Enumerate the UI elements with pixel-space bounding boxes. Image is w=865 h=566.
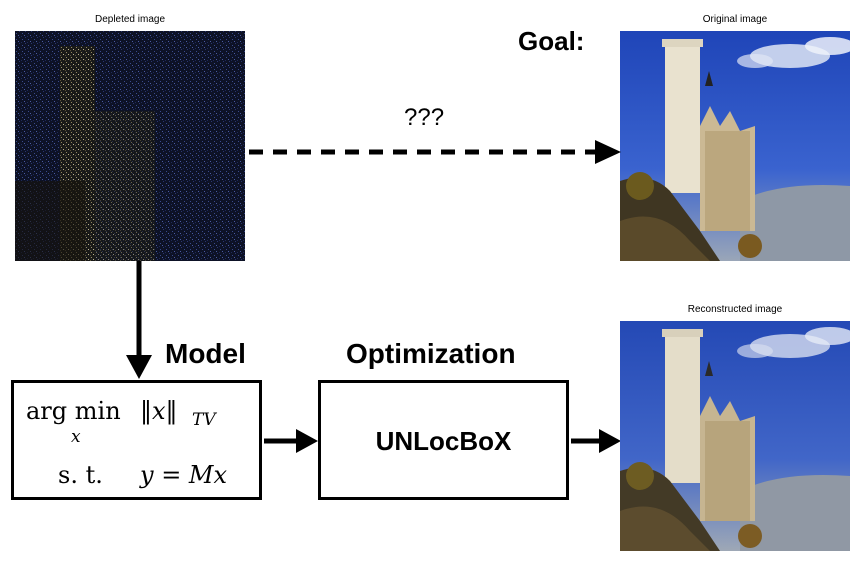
model-to-optimizer-arrow bbox=[264, 429, 318, 453]
model-box: arg min x ‖x‖ TV s. t. y = Mx bbox=[11, 380, 262, 500]
subject-to-text: s. t. bbox=[58, 461, 103, 489]
constraint-text: y = Mx bbox=[140, 461, 228, 489]
down-arrow bbox=[126, 261, 152, 379]
depleted-image-caption: Depleted image bbox=[94, 14, 166, 25]
goal-label: Goal: bbox=[518, 26, 585, 56]
depleted-image bbox=[15, 31, 245, 261]
optimizer-box: UNLocBoX bbox=[318, 380, 569, 500]
reconstructed-image-caption: Reconstructed image bbox=[687, 304, 783, 315]
original-image bbox=[620, 31, 850, 261]
argmin-subscript: x bbox=[71, 427, 81, 447]
dashed-arrow bbox=[249, 140, 621, 164]
original-image-caption: Original image bbox=[702, 14, 768, 25]
model-label: Model bbox=[165, 338, 246, 369]
unknown-mapping-label: ??? bbox=[404, 104, 445, 131]
optimization-label: Optimization bbox=[346, 338, 516, 369]
argmin-text: arg min bbox=[26, 397, 121, 425]
tv-norm: ‖x‖ bbox=[140, 397, 178, 425]
reconstructed-image bbox=[620, 321, 850, 551]
optimizer-name: UNLocBoX bbox=[375, 426, 512, 456]
optimizer-to-result-arrow bbox=[571, 429, 621, 453]
tv-subscript: TV bbox=[192, 410, 216, 430]
